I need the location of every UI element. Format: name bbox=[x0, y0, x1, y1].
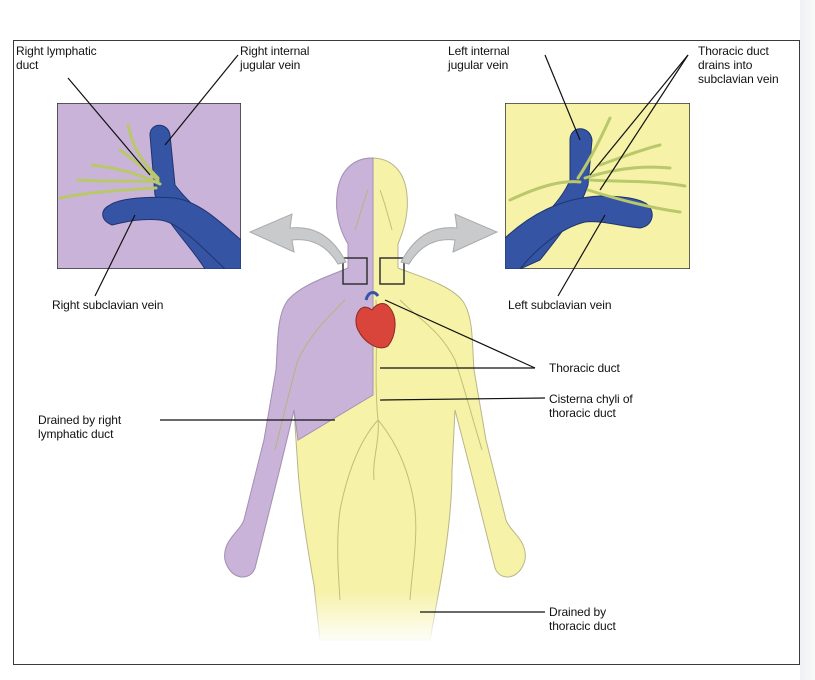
leader-cisterna-chyli bbox=[379, 397, 546, 401]
inset-right-side bbox=[57, 103, 241, 269]
label-cisterna-chyli: Cisterna chyli of thoracic duct bbox=[549, 392, 633, 420]
lymph-network bbox=[274, 189, 483, 601]
label-drained-by-right-lymphatic-duct: Drained by right lymphatic duct bbox=[38, 413, 122, 441]
label-drained-by-thoracic-duct: Drained by thoracic duct bbox=[549, 605, 616, 633]
body-purple-region bbox=[224, 157, 374, 578]
leader-right-subclavian bbox=[94, 214, 136, 297]
arrow-to-right-panel bbox=[400, 213, 499, 265]
leader-right-internal-jugular bbox=[164, 54, 239, 146]
inset-left-side bbox=[505, 103, 690, 269]
neck-box-left bbox=[379, 257, 405, 285]
thoracic-duct-vessels bbox=[508, 116, 687, 214]
body-silhouette bbox=[224, 157, 526, 645]
neck-box-right bbox=[342, 257, 368, 285]
label-thoracic-duct: Thoracic duct bbox=[549, 361, 620, 375]
left-subclavian-vein bbox=[505, 195, 653, 269]
label-right-lymphatic-duct: Right lymphatic duct bbox=[16, 44, 97, 72]
right-subclavian-vein bbox=[102, 196, 241, 269]
label-left-subclavian-vein: Left subclavian vein bbox=[508, 298, 612, 312]
leader-thoracic-drains-1 bbox=[589, 54, 689, 176]
leader-lines bbox=[67, 54, 689, 613]
leader-left-internal-jugular bbox=[544, 54, 581, 141]
right-lymphatic-duct bbox=[58, 123, 162, 200]
heart bbox=[355, 303, 396, 349]
label-right-internal-jugular-vein: Right internal jugular vein bbox=[240, 44, 310, 72]
leader-thoracic-duct-1 bbox=[384, 299, 536, 369]
edge-shadow bbox=[800, 0, 815, 680]
arrow-to-left-panel bbox=[248, 213, 347, 265]
label-thoracic-duct-drains: Thoracic duct drains into subclavian vei… bbox=[698, 44, 779, 86]
label-left-internal-jugular-vein: Left internal jugular vein bbox=[448, 44, 510, 72]
leader-left-subclavian bbox=[557, 214, 606, 297]
legs-fade bbox=[300, 590, 450, 645]
leader-right-lymphatic-duct bbox=[67, 77, 151, 176]
label-right-subclavian-vein: Right subclavian vein bbox=[52, 298, 164, 312]
leader-thoracic-drains-2 bbox=[599, 54, 689, 191]
